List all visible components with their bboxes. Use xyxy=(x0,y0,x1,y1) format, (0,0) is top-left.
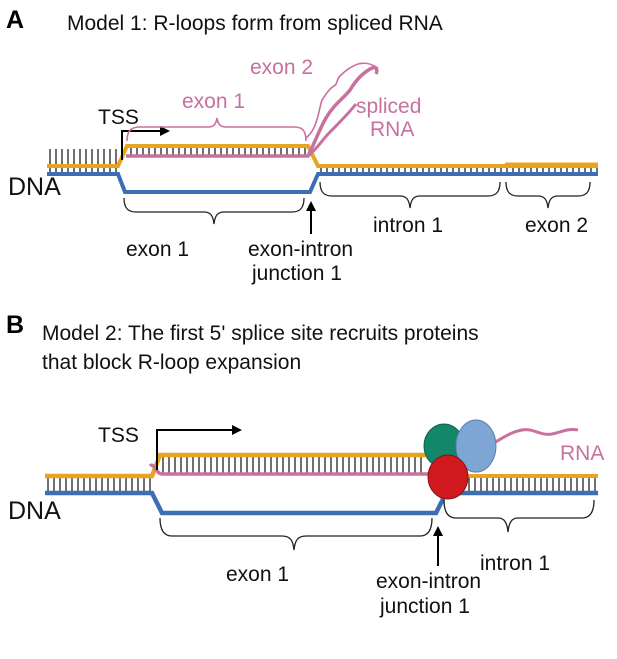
panel-a-junction-line2: junction 1 xyxy=(251,262,342,285)
panel-a-exon1-label: exon 1 xyxy=(126,238,189,261)
panel-b-rna-label: RNA xyxy=(560,442,604,465)
panel-a-dna-label: DNA xyxy=(8,173,61,201)
panel-a-intron1-brace xyxy=(319,181,501,209)
panel-a-dna-bottom-strand xyxy=(47,172,598,194)
panel-a: A Model 1: R-loops form from spliced RNA… xyxy=(6,6,598,285)
panel-a-dna-top-strand xyxy=(47,144,598,168)
panel-b-dna-label: DNA xyxy=(8,497,61,525)
panel-b-title-line2: that block R-loop expansion xyxy=(42,351,301,374)
panel-b-rungs-left xyxy=(47,478,151,492)
panel-b-exon1-label: exon 1 xyxy=(226,563,289,586)
panel-b-letter: B xyxy=(6,311,24,339)
panel-a-exon1-brace xyxy=(123,197,305,225)
panel-a-spliced-rna-tail xyxy=(307,103,358,158)
panel-a-letter: A xyxy=(6,6,24,34)
panel-b-tss-arrow xyxy=(156,425,242,470)
panel-a-exon2-label: exon 2 xyxy=(525,214,588,237)
panel-b-intron1-label: intron 1 xyxy=(480,552,550,575)
panel-a-spliced-rna-line1: spliced xyxy=(356,95,421,118)
panel-a-rna-exon2-brace xyxy=(305,62,379,139)
panel-b-intron1-brace xyxy=(443,499,595,533)
panel-b: B Model 2: The first 5' splice site recr… xyxy=(6,311,604,618)
panel-b-dna-bottom-strand xyxy=(45,490,598,516)
panel-b-junction-line2: junction 1 xyxy=(379,595,470,618)
panel-a-rungs-left xyxy=(49,149,117,172)
panel-b-tss-label: TSS xyxy=(98,424,139,447)
panel-a-spliced-rna-line2: RNA xyxy=(370,118,414,141)
panel-a-rna-exon1-brace xyxy=(126,117,307,142)
panel-a-junction-line1: exon-intron xyxy=(248,238,353,261)
panel-a-rna-exon2-label: exon 2 xyxy=(250,56,313,79)
panel-a-intron1-label: intron 1 xyxy=(373,214,443,237)
panel-b-rna-tail xyxy=(487,428,579,448)
panel-b-title-line1: Model 2: The first 5' splice site recrui… xyxy=(42,322,479,345)
panel-a-exon2-brace xyxy=(505,181,591,209)
panel-b-protein-blue xyxy=(455,419,497,473)
panel-a-title: Model 1: R-loops form from spliced RNA xyxy=(67,12,443,35)
panel-b-exon1-brace xyxy=(159,517,433,551)
panel-b-rungs-right xyxy=(468,478,596,492)
panel-a-rna-exon1-label: exon 1 xyxy=(182,90,245,113)
panel-a-tss-arrow xyxy=(121,126,170,160)
panel-b-rungs-hybrid xyxy=(162,457,422,473)
panel-a-rna-strand xyxy=(126,65,379,158)
panel-a-tss-label: TSS xyxy=(98,106,139,129)
panel-b-junction-line1: exon-intron xyxy=(376,570,481,593)
panel-b-rna-strand xyxy=(148,463,430,476)
panel-b-protein-red xyxy=(427,454,469,500)
